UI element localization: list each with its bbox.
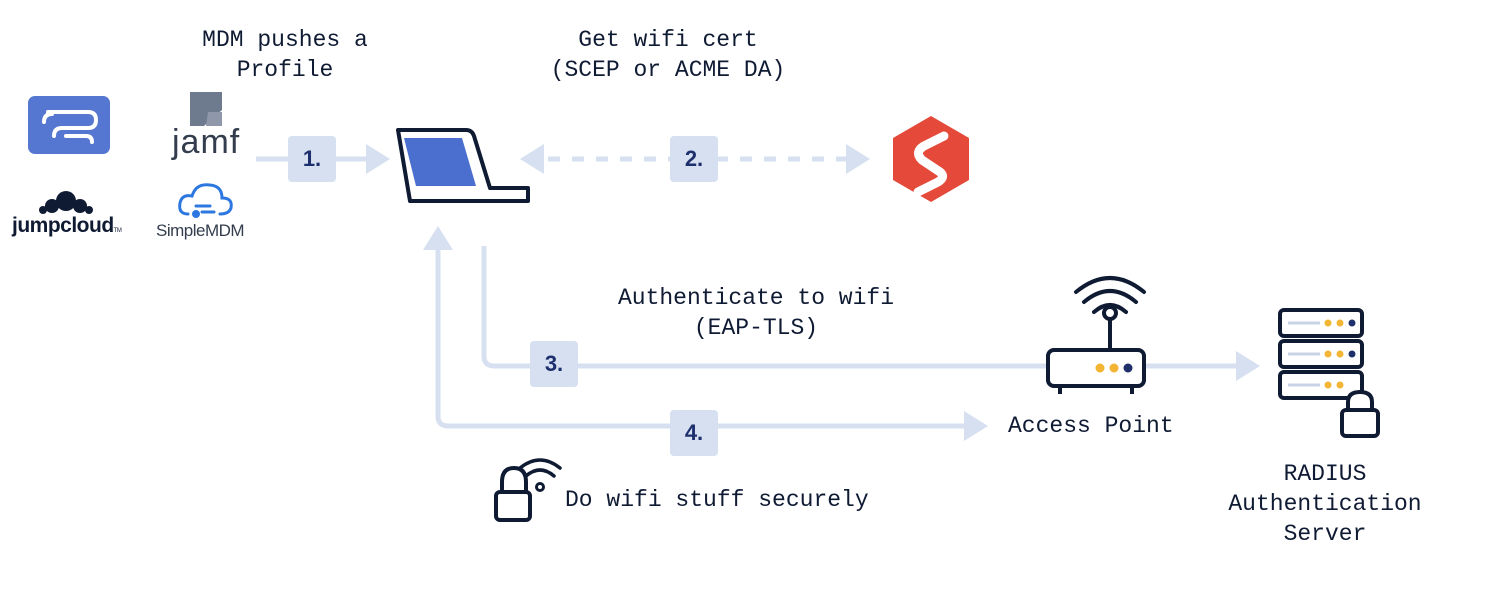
jamf-logo-icon — [190, 92, 222, 126]
radius-server-icon — [1278, 308, 1364, 400]
label-authenticate: Authenticate to wifi (EAP-TLS) — [600, 283, 912, 343]
apple-business-manager-icon — [28, 96, 110, 154]
simplemdm-logo-icon — [178, 183, 233, 218]
secure-lock-wifi-icon — [494, 458, 562, 522]
arrow-step-4 — [435, 250, 966, 429]
label-mdm-push-line-1: MDM pushes a — [202, 27, 368, 53]
label-get-cert: Get wifi cert (SCEP or ACME DA) — [530, 25, 806, 85]
jumpcloud-wordmark: jumpcloudTM — [12, 214, 122, 243]
label-radius-line-1: RADIUS — [1283, 461, 1367, 487]
smallstep-logo-icon — [893, 116, 969, 202]
label-radius-line-2: Authentication — [1228, 491, 1422, 517]
jamf-wordmark: jamf — [172, 123, 241, 161]
arrow-head-step-2-right — [846, 144, 870, 174]
label-get-cert-line-2: (SCEP or ACME DA) — [550, 57, 786, 83]
arrow-head-step-4-right — [964, 411, 988, 441]
step-badge-3: 3. — [530, 341, 578, 387]
laptop-icon — [396, 128, 530, 203]
step-badge-2: 2. — [670, 136, 718, 182]
step-badge-1: 1. — [288, 136, 336, 182]
label-radius: RADIUS Authentication Server — [1214, 459, 1436, 549]
label-authenticate-line-2: (EAP-TLS) — [693, 315, 819, 341]
label-radius-line-3: Server — [1283, 521, 1367, 547]
jumpcloud-wordmark-text: jumpcloud — [12, 214, 114, 237]
simplemdm-wordmark: SimpleMDM — [156, 221, 245, 240]
label-get-cert-line-1: Get wifi cert — [578, 27, 758, 53]
label-authenticate-line-1: Authenticate to wifi — [617, 285, 895, 311]
access-point-icon — [1046, 276, 1146, 394]
arrow-head-step-4-up — [423, 226, 453, 250]
jumpcloud-logo-icon — [39, 191, 93, 214]
arrow-head-step-3 — [1236, 351, 1260, 381]
arrow-head-step-2-left — [520, 144, 544, 174]
label-access-point: Access Point — [1008, 413, 1174, 439]
server-lock-icon — [1340, 389, 1380, 438]
jumpcloud-trademark: TM — [113, 228, 122, 234]
step-badge-4: 4. — [670, 410, 718, 456]
arrow-head-step-1 — [366, 144, 390, 174]
arrow-step-3 — [481, 246, 1238, 369]
label-mdm-push: MDM pushes a Profile — [180, 25, 390, 85]
label-mdm-push-line-2: Profile — [236, 57, 334, 83]
label-secure: Do wifi stuff securely — [565, 487, 869, 513]
